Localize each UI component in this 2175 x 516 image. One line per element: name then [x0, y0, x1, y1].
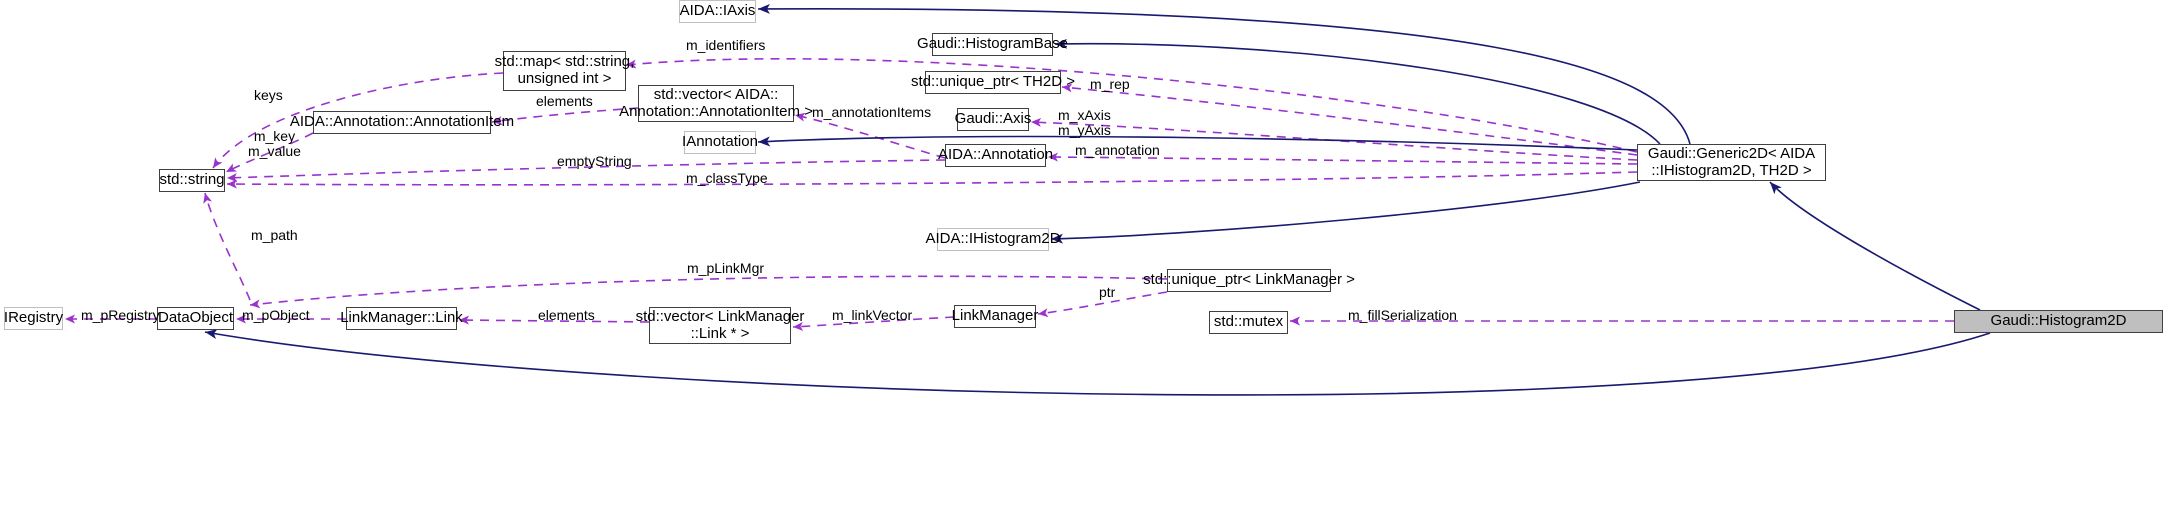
class-node-generic2d[interactable]: Gaudi::Generic2D< AIDA ::IHistogram2D, T…	[1637, 144, 1826, 181]
class-node-histogram2d[interactable]: Gaudi::Histogram2D	[1954, 310, 2163, 333]
class-node-stdmutex[interactable]: std::mutex	[1209, 311, 1288, 334]
class-node-ihistogram2d[interactable]: AIDA::IHistogram2D	[925, 228, 1061, 251]
inheritance-edge-generic2d-ihistogram2d	[1050, 181, 1641, 244]
inheritance-edge-generic2d-iaxis	[757, 3, 1691, 145]
edge-label-m_annotation: m_annotation	[1075, 142, 1160, 158]
class-node-stdstring[interactable]: std::string	[159, 169, 225, 192]
class-node-histbase[interactable]: Gaudi::HistogramBase	[917, 33, 1068, 56]
class-node-iannotation[interactable]: IAnnotation	[682, 131, 758, 154]
inheritance-edge-histogram2d-generic2d	[1769, 181, 1981, 311]
class-node-uniqueth2d[interactable]: std::unique_ptr< TH2D >	[911, 71, 1075, 94]
inheritance-edge-generic2d-iannotation	[757, 135, 1638, 151]
edge-label-keys: keys	[254, 87, 283, 103]
edge-label-m_pLinkMgr: m_pLinkMgr	[687, 260, 765, 276]
usage-edge-annotation-vecann-items	[794, 112, 946, 159]
inheritance-edge-generic2d-histbase	[1054, 38, 1661, 145]
class-node-gaudiaxis[interactable]: Gaudi::Axis	[955, 108, 1031, 131]
class-node-linkmgrlink[interactable]: LinkManager::Link	[340, 307, 463, 330]
usage-edge-uniquelinkmgr-dataobject-plinkmgr	[249, 275, 1168, 309]
class-node-annitem[interactable]: AIDA::Annotation::AnnotationItem	[290, 111, 514, 134]
edge-label-m_key_m_value: m_key m_value	[248, 128, 301, 160]
edge-label-m_path: m_path	[251, 227, 298, 243]
class-node-iregistry[interactable]: IRegistry	[4, 307, 63, 330]
class-node-stdmap[interactable]: std::map< std::string, unsigned int >	[495, 51, 634, 91]
edge-label-m_pRegistry: m_pRegistry	[81, 307, 160, 323]
class-node-uniquelinkmgr[interactable]: std::unique_ptr< LinkManager >	[1143, 269, 1355, 292]
class-node-aidaannotation[interactable]: AIDA::Annotation	[938, 144, 1053, 167]
usage-edges	[65, 58, 1954, 331]
class-node-iaxis[interactable]: AIDA::IAxis	[679, 0, 756, 23]
class-node-linkmanager[interactable]: LinkManager	[952, 305, 1038, 328]
edge-label-m_fillSerialization: m_fillSerialization	[1348, 307, 1457, 323]
edge-label-m_linkVector: m_linkVector	[832, 307, 913, 323]
edge-label-elements_link: elements	[538, 307, 595, 323]
inheritance-edge-histogram2d-dataobject	[204, 329, 1991, 396]
edge-label-m_classType: m_classType	[686, 170, 768, 186]
edge-label-m_pObject: m_pObject	[242, 307, 310, 323]
usage-edge-dataobject-stdstring-path	[203, 192, 251, 301]
edge-label-emptyString: emptyString	[557, 153, 632, 169]
edge-label-m_identifiers: m_identifiers	[686, 37, 766, 53]
usage-edge-generic2d-stdstring-classtype	[226, 171, 1638, 189]
edge-label-elements_ann: elements	[536, 93, 593, 109]
edge-label-m_rep: m_rep	[1090, 76, 1130, 92]
class-node-veclinkmgrlink[interactable]: std::vector< LinkManager ::Link * >	[636, 307, 804, 344]
edge-label-m_xAxis_m_yAxis: m_xAxis m_yAxis	[1058, 107, 1111, 139]
class-node-vecannitem[interactable]: std::vector< AIDA:: Annotation::Annotati…	[619, 85, 813, 122]
edge-label-m_annotationItems: m_annotationItems	[812, 104, 932, 120]
edge-label-ptr: ptr	[1099, 284, 1116, 300]
inheritance-edges	[204, 3, 1991, 396]
class-node-dataobject[interactable]: DataObject	[157, 307, 234, 330]
